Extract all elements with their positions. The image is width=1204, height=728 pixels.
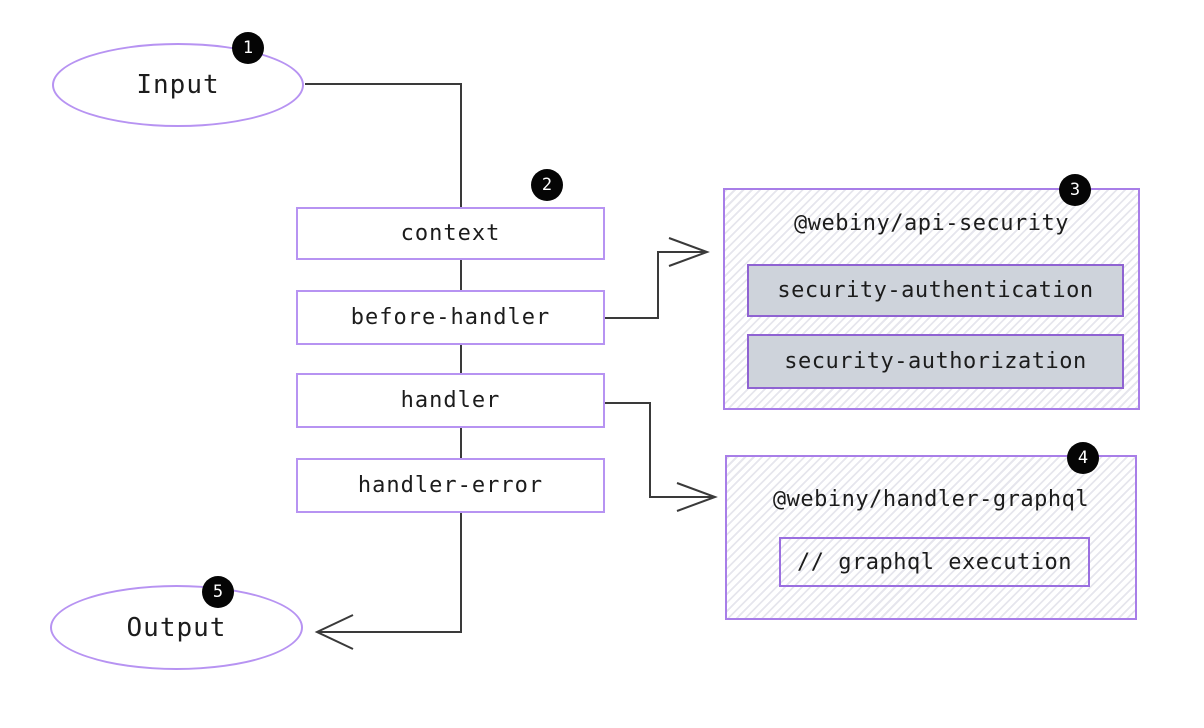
plugin-graphql-execution: // graphql execution	[779, 537, 1090, 587]
node-output: Output	[50, 585, 303, 670]
badge-step-3: 3	[1059, 174, 1091, 206]
container-api-security-title: @webiny/api-security	[794, 211, 1069, 236]
plugin-security-authorization: security-authorization	[747, 334, 1124, 389]
plugin-security-authorization-label: security-authorization	[784, 349, 1087, 374]
plugin-security-authentication: security-authentication	[747, 264, 1124, 317]
container-api-security: @webiny/api-security security-authentica…	[723, 188, 1140, 410]
connector-beforehandler-to-apisecurity	[605, 251, 704, 319]
node-before-handler-label: before-handler	[350, 305, 551, 330]
connector-input-to-output-spine	[305, 83, 462, 633]
container-handler-graphql: @webiny/handler-graphql // graphql execu…	[725, 455, 1137, 620]
arrowhead-graphql-icon	[676, 482, 718, 512]
node-handler-error: handler-error	[296, 458, 605, 513]
arrowhead-apisecurity-icon	[668, 237, 710, 267]
plugin-security-authentication-label: security-authentication	[777, 278, 1094, 303]
node-before-handler: before-handler	[296, 290, 605, 345]
plugin-graphql-execution-label: // graphql execution	[797, 549, 1072, 575]
node-input: Input	[52, 43, 304, 127]
container-handler-graphql-title: @webiny/handler-graphql	[772, 487, 1090, 512]
node-context-label: context	[400, 221, 501, 246]
node-handler: handler	[296, 373, 605, 428]
badge-step-4: 4	[1067, 442, 1099, 474]
connector-handler-to-graphql	[605, 402, 712, 498]
node-handler-label: handler	[400, 388, 501, 413]
node-input-label: Input	[136, 70, 220, 100]
node-context: context	[296, 207, 605, 260]
node-output-label: Output	[126, 612, 227, 643]
arrowhead-output-icon	[314, 614, 354, 650]
node-handler-error-label: handler-error	[357, 473, 544, 498]
badge-step-1: 1	[232, 32, 264, 64]
badge-step-5: 5	[202, 576, 234, 608]
badge-step-2: 2	[531, 169, 563, 201]
